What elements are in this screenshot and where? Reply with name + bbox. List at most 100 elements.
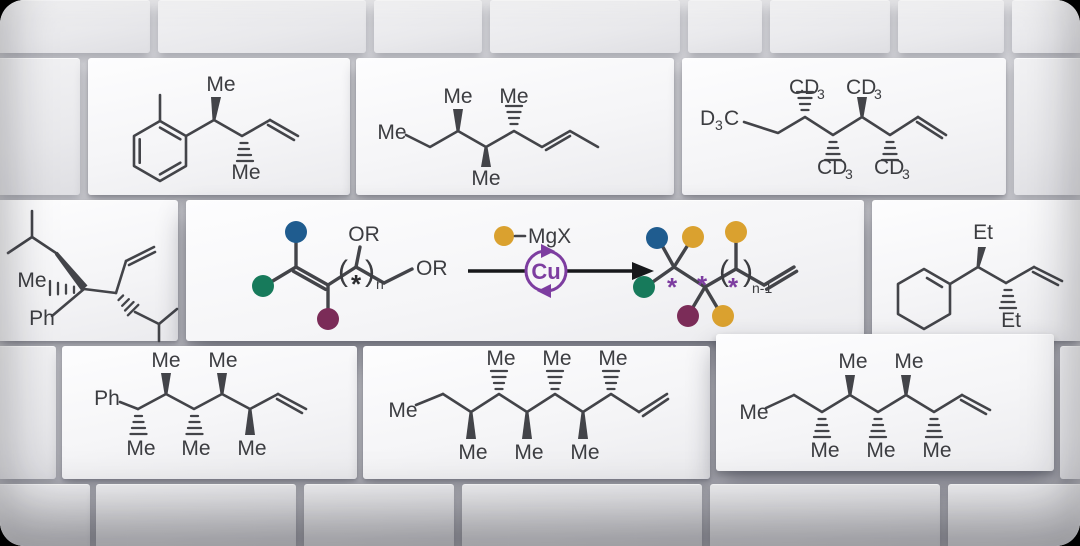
- hash-bond: [812, 417, 944, 439]
- maroon-dot: [317, 308, 339, 330]
- brick-tolyl-molecule: Me Me: [88, 58, 350, 195]
- wedge-bond: [245, 409, 255, 435]
- hash-bond: [129, 414, 204, 436]
- brick-reaction-scheme: OR OR ( ) * n Cu MgX: [186, 200, 864, 341]
- hash-bond: [795, 90, 900, 162]
- wedge-bond: [522, 412, 532, 439]
- skeleton-bonds: [896, 265, 1064, 331]
- wedge-bond: [453, 109, 463, 131]
- phenyl-pentamethyl-molecule: Ph Me Me Me Me Me: [94, 349, 308, 460]
- blue-dot: [285, 221, 307, 243]
- me-label: Me: [126, 437, 155, 460]
- skeleton-bonds: [742, 115, 948, 140]
- me-label: Me: [471, 167, 500, 190]
- open-paren: (: [719, 255, 729, 288]
- d3c-label-d: D: [700, 107, 715, 130]
- cu-label: Cu: [531, 259, 560, 284]
- skeleton-bonds: [764, 393, 992, 416]
- filler-brick: [158, 0, 366, 53]
- me-label: Me: [443, 85, 472, 108]
- stereocenter-asterisk: *: [351, 269, 362, 299]
- brick-phenyl-pentamethyl: Ph Me Me Me Me Me: [62, 346, 357, 479]
- me-label: Me: [208, 349, 237, 372]
- me-label: Me: [838, 350, 867, 373]
- reaction-scheme: OR OR ( ) * n Cu MgX: [252, 221, 799, 330]
- me-label: Me: [542, 347, 571, 370]
- filler-brick: [462, 484, 702, 546]
- ph-label: Ph: [29, 307, 55, 330]
- reaction-arrowhead: [632, 262, 654, 280]
- filler-brick: [374, 0, 482, 53]
- brick-hexamethyl-decene: Me Me Me Me Me Me Me: [363, 346, 710, 479]
- hash-bond: [235, 141, 255, 163]
- phenyl-quaternary-molecule: Me Ph: [6, 209, 179, 343]
- skeleton-bonds: [132, 93, 300, 183]
- filler-brick: [304, 484, 454, 546]
- wedge-bond: [217, 373, 227, 394]
- wedge-bond: [845, 375, 855, 395]
- filler-brick: [0, 484, 90, 546]
- wedge-bond: [857, 97, 867, 117]
- or-label: OR: [348, 223, 380, 246]
- brick-phenyl-quaternary: Me Ph: [0, 200, 179, 343]
- substrate-bonds: [264, 233, 414, 319]
- brick-pentamethyl-nonene: Me Me Me Me Me Me: [716, 334, 1054, 471]
- filler-brick: [0, 346, 56, 479]
- filler-brick: [1014, 58, 1080, 195]
- wedge-bond: [54, 251, 88, 291]
- wedge-bond: [481, 147, 491, 167]
- trimethyl-octene-molecule: Me Me Me Me: [377, 85, 600, 190]
- gold-dot: [682, 226, 704, 248]
- n-minus-1-subscript: n-1: [752, 280, 772, 296]
- me-label: Me: [866, 439, 895, 462]
- stereocenter-asterisk: *: [728, 272, 739, 302]
- cyclohexene-ring: [896, 267, 952, 331]
- me-label: Me: [458, 441, 487, 464]
- me-label: Me: [206, 73, 235, 96]
- filler-brick: [490, 0, 680, 53]
- filler-brick: [96, 484, 296, 546]
- wedge-bond: [578, 412, 588, 439]
- cycle-arrowhead-bottom: [537, 284, 551, 298]
- gold-dot: [725, 221, 747, 243]
- stereocenter-asterisk: *: [667, 272, 678, 302]
- me-label: Me: [598, 347, 627, 370]
- me-label: Me: [231, 161, 260, 184]
- filler-brick: [770, 0, 890, 53]
- me-label: Me: [499, 85, 528, 108]
- cd3-label: CD: [817, 156, 847, 179]
- cd3-label: CD: [789, 76, 819, 99]
- wedge-bond: [466, 412, 476, 439]
- hash-bond: [48, 279, 140, 317]
- cd3-label: CD: [846, 76, 876, 99]
- cyclohexenyl-molecule: Et Et: [896, 221, 1064, 332]
- me-label: Me: [514, 441, 543, 464]
- benzene-ring: [132, 119, 188, 183]
- skeleton-bonds: [6, 209, 179, 343]
- filler-brick: [0, 58, 80, 195]
- filler-brick: [898, 0, 1004, 53]
- hash-bond: [998, 288, 1018, 310]
- hash-bond: [489, 369, 621, 391]
- brick-deuterated-molecule: D 3 C CD 3 CD 3 CD 3 CD 3: [682, 58, 1006, 195]
- me-label: Me: [377, 121, 406, 144]
- open-paren: (: [338, 255, 348, 288]
- cd3-label-sub: 3: [817, 86, 825, 102]
- green-dot: [633, 276, 655, 298]
- wedge-bond: [161, 373, 171, 394]
- wedge-bond: [901, 375, 911, 395]
- mgx-label: MgX: [528, 225, 571, 248]
- filler-brick: [710, 484, 940, 546]
- hash-bond: [504, 104, 524, 126]
- maroon-dot: [677, 305, 699, 327]
- tolyl-molecule: Me Me: [132, 73, 300, 184]
- blue-dot: [646, 227, 668, 249]
- wedge-bond: [976, 247, 986, 267]
- me-label: Me: [739, 401, 768, 424]
- et-label: Et: [1001, 309, 1021, 332]
- filler-brick: [688, 0, 762, 53]
- cd3-label-sub: 3: [902, 166, 910, 182]
- cd3-label-sub: 3: [874, 86, 882, 102]
- cd3-label-sub: 3: [845, 166, 853, 182]
- wedge-bond: [211, 97, 221, 120]
